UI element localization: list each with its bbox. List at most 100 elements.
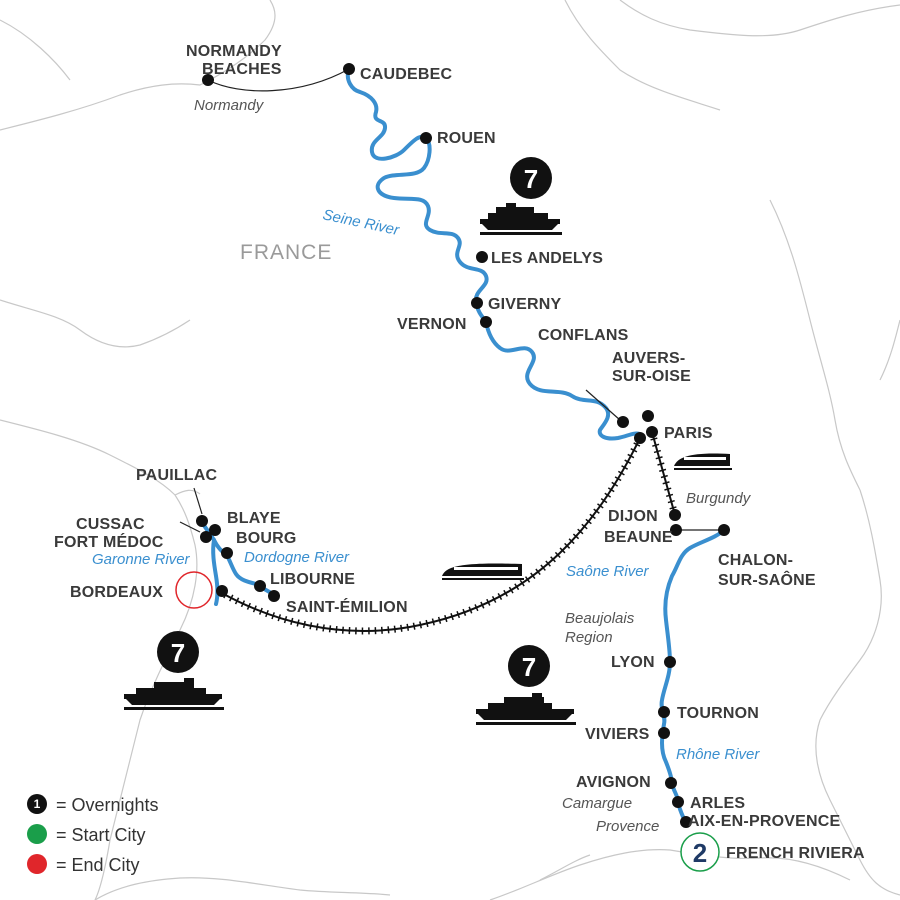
seine-river-line	[345, 67, 642, 441]
city-dot-tournon	[658, 706, 670, 718]
label-avignon: AVIGNON	[576, 774, 651, 791]
ship-icon-bordeaux	[124, 678, 224, 710]
rail-lines	[218, 431, 679, 635]
legend-overnights: 1 = Overnights	[27, 794, 159, 815]
label-lyon: LYON	[611, 654, 655, 671]
city-dot-rouen	[420, 132, 432, 144]
city-dot-vernon	[480, 316, 492, 328]
region-labels: Normandy Burgundy Beaujolais Region Cama…	[194, 97, 752, 835]
label-beaujolais-1: Beaujolais	[565, 610, 635, 627]
rivers	[198, 67, 726, 826]
city-dot-beaune	[670, 524, 682, 536]
ship-icon-seine	[480, 203, 562, 235]
label-bourg: BOURG	[236, 530, 297, 547]
mediterranean-coast	[489, 849, 851, 900]
label-aix: AIX-EN-PROVENCE	[688, 813, 840, 830]
coastline-north	[0, 0, 276, 131]
svg-text:7: 7	[522, 652, 536, 682]
city-dot-caudebec	[343, 63, 355, 75]
city-dot-bourg	[221, 547, 233, 559]
label-chalon-1: CHALON-	[718, 552, 793, 569]
conflans-leader	[585, 389, 621, 421]
train-icon-burgundy	[674, 453, 732, 470]
border-east-germany	[769, 199, 861, 491]
city-dot-aix	[680, 816, 692, 828]
label-arles: ARLES	[690, 795, 745, 812]
riviera-nights-number: 2	[693, 838, 707, 868]
label-bordeaux: BORDEAUX	[70, 584, 163, 601]
region-line-1	[0, 19, 71, 81]
city-dot-blaye	[209, 524, 221, 536]
legend-start-label: = Start City	[56, 825, 146, 845]
label-rhone-river: Rhône River	[676, 746, 760, 763]
gironde-estuary	[174, 489, 201, 496]
city-dot-viviers	[658, 727, 670, 739]
border-spain	[94, 877, 391, 900]
label-normandy: Normandy	[194, 97, 265, 114]
rail-paris-dijon-ties	[648, 431, 679, 516]
night-badge-rhone: 7	[508, 645, 550, 687]
label-fort-medoc: FORT MÉDOC	[54, 532, 164, 551]
rail-paris-dijon	[651, 431, 676, 516]
label-camargue: Camargue	[562, 795, 632, 812]
legend-start: = Start City	[27, 824, 146, 845]
label-cussac: CUSSAC	[76, 516, 145, 533]
city-dot-lyon	[664, 656, 676, 668]
city-dot-auvers	[642, 410, 654, 422]
legend-overnights-label: = Overnights	[56, 795, 159, 815]
city-dots	[196, 63, 730, 828]
city-dot-les-andelys	[476, 251, 488, 263]
border-east-belgium	[564, 0, 721, 111]
label-chalon-2: SUR-SAÔNE	[718, 570, 816, 589]
legend-end: = End City	[27, 854, 140, 875]
normandy-excursion-line	[207, 68, 350, 92]
svg-text:7: 7	[171, 638, 185, 668]
label-dijon: DIJON	[608, 508, 658, 525]
label-garonne-river: Garonne River	[92, 551, 191, 568]
city-dot-paris	[646, 426, 658, 438]
city-dot-avignon	[665, 777, 677, 789]
label-auvers-1: AUVERS-	[612, 350, 685, 367]
rail-paris-bordeaux	[219, 437, 641, 632]
night-badge-seine: 7	[510, 157, 552, 199]
border-east-italy	[815, 719, 900, 896]
label-blaye: BLAYE	[227, 510, 281, 527]
label-riviera: FRENCH RIVIERA	[726, 845, 865, 862]
river-labels: Seine River Saône River Rhône River Garo…	[92, 206, 760, 763]
label-caudebec: CAUDEBEC	[360, 66, 453, 83]
city-dot-chalon	[718, 524, 730, 536]
label-saone-river: Saône River	[566, 563, 650, 580]
label-rouen: ROUEN	[437, 130, 496, 147]
coastline-brittany	[0, 299, 191, 348]
label-viviers: VIVIERS	[585, 726, 650, 743]
pauillac-leader	[193, 487, 203, 515]
city-labels: NORMANDY BEACHES CAUDEBEC ROUEN LES ANDE…	[54, 43, 865, 862]
legend: 1 = Overnights = Start City = End City	[27, 794, 159, 875]
saone-rhone-river-line	[659, 528, 726, 826]
city-dot-saint-emilion	[268, 590, 280, 602]
city-dot-cussac	[200, 531, 212, 543]
city-dot-giverny	[471, 297, 483, 309]
label-libourne: LIBOURNE	[270, 571, 355, 588]
region-line-4	[539, 854, 591, 881]
label-normandy-beaches-1: NORMANDY	[186, 43, 282, 60]
label-auvers-2: SUR-OISE	[612, 368, 691, 385]
city-dot-normandy-beaches	[202, 74, 214, 86]
label-normandy-beaches-2: BEACHES	[202, 61, 282, 78]
cussac-leader	[179, 521, 201, 533]
svg-text:7: 7	[524, 164, 538, 194]
label-pauillac: PAUILLAC	[136, 467, 218, 484]
label-paris: PARIS	[664, 425, 713, 442]
night-badge-bordeaux: 7	[157, 631, 199, 673]
label-provence: Provence	[596, 818, 659, 835]
city-dot-arles	[672, 796, 684, 808]
label-conflans: CONFLANS	[538, 327, 629, 344]
city-dot-conflans	[617, 416, 629, 428]
label-burgundy: Burgundy	[686, 490, 752, 507]
legend-end-label: = End City	[56, 855, 140, 875]
country-label: FRANCE	[240, 241, 332, 264]
label-dordogne-river: Dordogne River	[244, 549, 350, 566]
connector-lines	[179, 68, 724, 533]
